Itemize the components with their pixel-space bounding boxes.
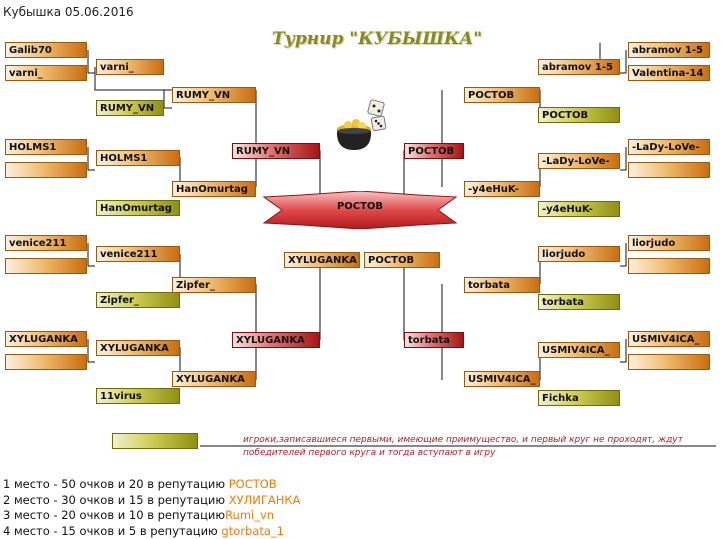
- prize-list: 1 место - 50 очков и 20 в репутацию РОСТ…: [3, 477, 300, 539]
- left-r1-slot-8: [5, 354, 87, 370]
- left-r1-slot-7: XYLUGANKA: [5, 331, 87, 347]
- right-r1-slot-2: Valentina-14: [628, 65, 710, 81]
- left-qf-slot-2: HanOmurtag: [172, 181, 256, 197]
- prize-text: 3 место - 20 очков и 10 в репутацию: [3, 508, 225, 522]
- prize-text: 4 место - 15 очков и 5 в репутацию: [3, 524, 221, 538]
- right-r2-slot-3: -LaDy-LoVe-: [538, 153, 620, 169]
- left-r2-slot-2: RUMY_VN: [96, 100, 164, 116]
- prize-winner: gtorbata_1: [221, 524, 284, 538]
- right-r2-slot-2: РОСТОВ: [538, 107, 620, 123]
- left-r2-slot-3: HOLMS1: [96, 150, 180, 166]
- left-qf-slot-4: XYLUGANKA: [172, 371, 256, 387]
- left-sf-slot-1: RUMY_VN: [232, 143, 320, 159]
- right-sf-slot-2: torbata: [404, 332, 464, 348]
- right-sf-slot-1: РОСТОВ: [404, 143, 464, 159]
- right-r1-slot-8: [628, 354, 710, 370]
- legend-note: игроки,записавшиеся первыми, имеющие при…: [243, 434, 718, 460]
- final-right-slot: РОСТОВ: [364, 252, 440, 268]
- left-r2-slot-7: XYLUGANKA: [96, 340, 180, 356]
- left-r1-slot-3: HOLMS1: [5, 139, 87, 155]
- champion-name: РОСТОВ: [262, 201, 458, 212]
- prize-line-4: 4 место - 15 очков и 5 в репутацию gtorb…: [3, 524, 300, 539]
- right-r1-slot-4: [628, 162, 710, 178]
- left-r2-slot-8: 11virus: [96, 388, 180, 404]
- left-r1-slot-2: varni_: [5, 65, 87, 81]
- right-r1-slot-1: abramov 1-5: [628, 42, 710, 58]
- right-r2-slot-6: torbata: [538, 294, 620, 310]
- right-r1-slot-7: USMIV4ICA_: [628, 331, 710, 347]
- final-left-slot: XYLUGANKA: [284, 252, 360, 268]
- right-r2-slot-1: abramov 1-5: [538, 59, 620, 75]
- legend-swatch: [112, 433, 198, 449]
- left-r1-slot-5: venice211: [5, 235, 87, 251]
- treasure-pot-icon: [330, 95, 390, 155]
- prize-line-1: 1 место - 50 очков и 20 в репутацию РОСТ…: [3, 477, 300, 493]
- left-r2-slot-4: HanOmurtag: [96, 200, 180, 216]
- left-r1-slot-4: [5, 162, 87, 178]
- right-r2-slot-7: USMIV4ICA_: [538, 342, 620, 358]
- right-qf-slot-4: USMIV4ICA_: [464, 371, 540, 387]
- left-qf-slot-3: Zipfer_: [172, 277, 256, 293]
- right-r2-slot-4: -y4eHuK-: [538, 201, 620, 217]
- prize-text: 1 место - 50 очков и 20 в репутацию: [3, 477, 229, 491]
- prize-line-2: 2 место - 30 очков и 15 в репутацию ХУЛИ…: [3, 493, 300, 509]
- prize-winner: Rumi_vn: [225, 508, 274, 522]
- right-r2-slot-8: Fichka: [538, 390, 620, 406]
- right-qf-slot-3: torbata: [464, 277, 540, 293]
- left-r1-slot-1: Galib70: [5, 42, 87, 58]
- left-r1-slot-6: [5, 258, 87, 274]
- right-qf-slot-1: РОСТОВ: [464, 87, 540, 103]
- right-r1-slot-6: [628, 258, 710, 274]
- right-r1-slot-5: liorjudo: [628, 235, 710, 251]
- prize-winner: РОСТОВ: [229, 477, 277, 491]
- right-r1-slot-3: -LaDy-LoVe-: [628, 139, 710, 155]
- right-qf-slot-2: -y4eHuK-: [464, 181, 540, 197]
- right-r2-slot-5: liorjudo: [538, 246, 620, 262]
- left-qf-slot-1: RUMY_VN: [172, 87, 256, 103]
- prize-text: 2 место - 30 очков и 15 в репутацию: [3, 493, 229, 507]
- left-r2-slot-5: venice211: [96, 246, 180, 262]
- left-r2-slot-1: varni_: [96, 59, 164, 75]
- prize-line-3: 3 место - 20 очков и 10 в репутациюRumi_…: [3, 508, 300, 524]
- prize-winner: ХУЛИГАНКА: [229, 493, 301, 507]
- left-r2-slot-6: Zipfer_: [96, 292, 180, 308]
- left-sf-slot-2: XYLUGANKA: [232, 332, 320, 348]
